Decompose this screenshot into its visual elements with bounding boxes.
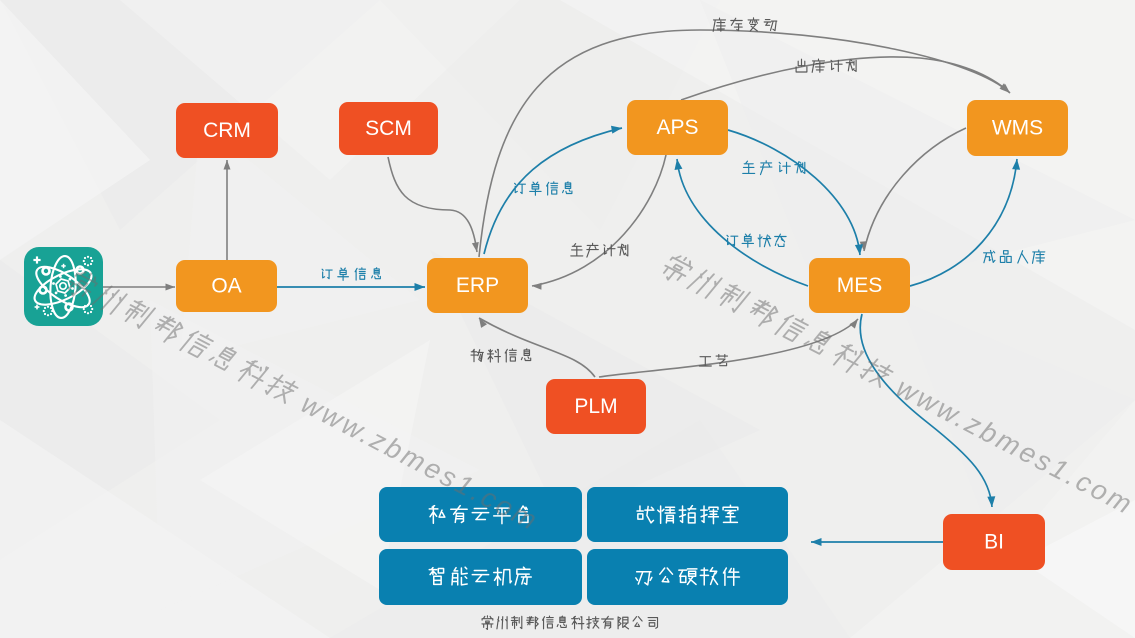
svg-text:SCM: SCM [365, 117, 412, 140]
svg-text:WMS: WMS [992, 117, 1043, 140]
svg-text:ERP: ERP [456, 274, 499, 297]
svg-text:OA: OA [211, 275, 241, 298]
svg-text:PLM: PLM [574, 395, 617, 418]
svg-text:CRM: CRM [203, 119, 251, 142]
svg-text:APS: APS [656, 116, 698, 139]
svg-text:BI: BI [984, 531, 1004, 554]
svg-text:MES: MES [837, 274, 883, 297]
